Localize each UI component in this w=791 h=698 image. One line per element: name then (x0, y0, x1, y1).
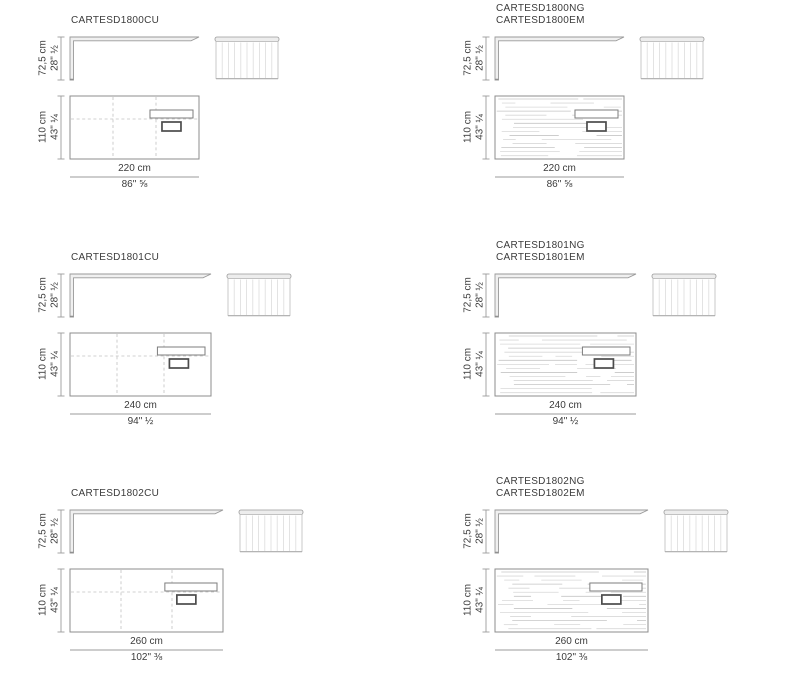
width-label-in: 94" ½ (127, 416, 154, 427)
depth-label-in: 43" ¼ (49, 351, 61, 377)
plan-view (69, 568, 224, 633)
end-elevation-top (651, 273, 717, 279)
spec-panel-cartesd1800ng-em: CARTESD1800NG CARTESD1800EM 72,5 cm 28" … (455, 0, 791, 232)
product-code: CARTESD1802EM (496, 487, 585, 499)
depth-label-in: 43" ¼ (49, 587, 61, 613)
technical-drawing (482, 36, 705, 178)
depth-label-in: 43" ¼ (49, 114, 61, 140)
product-code: CARTESD1800EM (496, 14, 585, 26)
depth-label-in: 43" ¼ (474, 351, 486, 377)
end-elevation-top (226, 273, 292, 279)
side-elevation (69, 509, 224, 554)
product-code: CARTESD1800NG (496, 3, 585, 14)
technical-drawing (57, 273, 292, 415)
side-elevation (494, 36, 625, 81)
product-codes: CARTESD1802NG CARTESD1802EM (496, 475, 585, 499)
height-label-in: 28" ½ (474, 45, 486, 71)
spec-panel-cartesd1802cu: CARTESD1802CU 72,5 cm 28" ½ 110 cm 43" ¼… (30, 473, 380, 698)
drawer (168, 358, 190, 369)
width-label-in: 94" ½ (552, 416, 579, 427)
width-label-in: 102" ⅜ (130, 652, 163, 663)
width-label-in: 86" ⅝ (546, 179, 573, 190)
depth-label-cm: 110 cm (462, 583, 474, 617)
accessory-tray (164, 582, 218, 592)
product-code: CARTESD1801NG (496, 240, 585, 251)
height-label-cm: 72,5 cm (462, 277, 474, 313)
accessory-tray (574, 109, 619, 119)
spec-panel-cartesd1801cu: CARTESD1801CU 72,5 cm 28" ½ 110 cm 43" ¼… (30, 237, 380, 469)
height-label-in: 28" ½ (49, 282, 61, 308)
height-label-in: 28" ½ (474, 518, 486, 544)
width-label-in: 86" ⅝ (121, 179, 148, 190)
width-label-cm: 260 cm (555, 636, 588, 647)
depth-label-in: 43" ¼ (474, 587, 486, 613)
end-elevation-top (663, 509, 729, 515)
accessory-tray (581, 346, 631, 356)
product-code: CARTESD1802CU (71, 487, 160, 499)
end-elevation-top (639, 36, 705, 42)
spec-panel-cartesd1800cu: CARTESD1800CU 72,5 cm 28" ½ 110 cm 43" ¼… (30, 0, 380, 232)
width-label-cm: 240 cm (124, 400, 157, 411)
spec-panel-cartesd1802ng-em: CARTESD1802NG CARTESD1802EM 72,5 cm 28" … (455, 473, 791, 698)
depth-label-in: 43" ¼ (474, 114, 486, 140)
end-elevation-top (214, 36, 280, 42)
width-label-cm: 240 cm (549, 400, 582, 411)
depth-label-cm: 110 cm (37, 110, 49, 144)
side-elevation (494, 509, 649, 554)
product-code: CARTESD1801CU (71, 251, 160, 263)
height-label-cm: 72,5 cm (37, 513, 49, 549)
spec-panel-cartesd1801ng-em: CARTESD1801NG CARTESD1801EM 72,5 cm 28" … (455, 237, 791, 469)
accessory-tray (156, 346, 206, 356)
depth-label-cm: 110 cm (462, 347, 474, 381)
product-codes: CARTESD1801CU (71, 239, 159, 263)
product-code: CARTESD1801EM (496, 251, 585, 263)
drawer (161, 121, 182, 132)
product-codes: CARTESD1802CU (71, 475, 159, 499)
product-code: CARTESD1800CU (71, 14, 160, 26)
depth-label-cm: 110 cm (37, 347, 49, 381)
plan-view (69, 332, 212, 397)
width-label-cm: 220 cm (118, 163, 151, 174)
drawer (601, 594, 622, 605)
accessory-tray (149, 109, 194, 119)
depth-label-cm: 110 cm (37, 583, 49, 617)
product-code: CARTESD1802NG (496, 476, 585, 487)
drawer (586, 121, 607, 132)
technical-drawing (57, 36, 280, 178)
width-label-cm: 260 cm (130, 636, 163, 647)
product-codes: CARTESD1800CU (71, 2, 159, 26)
height-label-cm: 72,5 cm (37, 40, 49, 76)
height-label-cm: 72,5 cm (462, 40, 474, 76)
accessory-tray (589, 582, 643, 592)
drawer (593, 358, 615, 369)
height-label-in: 28" ½ (49, 45, 61, 71)
technical-drawing (57, 509, 304, 651)
end-elevation-top (238, 509, 304, 515)
side-elevation (494, 273, 637, 318)
product-codes: CARTESD1800NG CARTESD1800EM (496, 2, 585, 26)
drawer (176, 594, 197, 605)
height-label-in: 28" ½ (474, 282, 486, 308)
technical-drawing (482, 509, 729, 651)
width-label-cm: 220 cm (543, 163, 576, 174)
height-label-cm: 72,5 cm (37, 277, 49, 313)
side-elevation (69, 36, 200, 81)
side-elevation (69, 273, 212, 318)
product-codes: CARTESD1801NG CARTESD1801EM (496, 239, 585, 263)
width-label-in: 102" ⅜ (555, 652, 588, 663)
height-label-in: 28" ½ (49, 518, 61, 544)
height-label-cm: 72,5 cm (462, 513, 474, 549)
depth-label-cm: 110 cm (462, 110, 474, 144)
technical-drawing (482, 273, 717, 415)
